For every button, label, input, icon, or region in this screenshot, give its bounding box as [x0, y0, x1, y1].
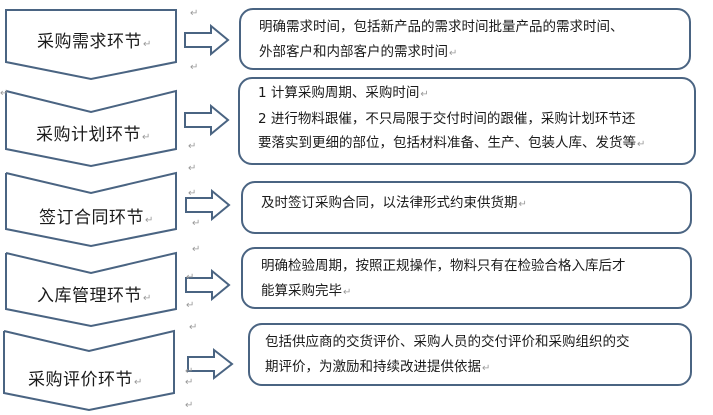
stage-label-text: 签订合同环节 — [39, 208, 144, 228]
stage-label-1: 采购需求环节↵ — [37, 27, 152, 52]
stage-shape-5-outline — [3, 329, 175, 412]
paragraph-mark-icon: ↵ — [637, 139, 646, 150]
paragraph-mark-icon: ↵ — [143, 39, 152, 50]
arrow-icon-4 — [185, 268, 231, 302]
description-box-4: 明确检验周期，按照正规操作，物料只有在检验合格入库后才 能算采购完毕↵ — [241, 247, 692, 309]
stage-label-4: 入库管理环节↵ — [37, 281, 152, 306]
paragraph-mark-icon: ↵ — [145, 215, 154, 226]
stage-label-text: 采购计划环节 — [36, 125, 141, 145]
description-line: 期评价，为激励和持续改进提供依据↵ — [265, 359, 491, 375]
description-line: 明确需求时间，包括新产品的需求时间批量产品的需求时间、 — [259, 19, 624, 35]
description-box-5: 包括供应商的交货评价、采购人员的交付评价和采购组织的交 期评价，为激励和持续改进… — [248, 323, 692, 386]
stage-shape-1 — [5, 9, 177, 81]
stage-label-5: 采购评价环节↵ — [28, 365, 143, 390]
description-line: 包括供应商的交货评价、采购人员的交付评价和采购组织的交 — [265, 334, 630, 350]
paragraph-mark-icon: ↵ — [188, 163, 197, 174]
paragraph-mark-icon: ↵ — [185, 377, 194, 388]
description-line: 明确检验周期，按照正规操作，物料只有在检验合格入库后才 — [261, 258, 626, 274]
paragraph-mark-icon: ↵ — [192, 218, 201, 229]
paragraph-mark-icon: ↵ — [189, 322, 198, 333]
description-line: 及时签订采购合同，以法律形式约束供货期↵ — [261, 195, 527, 211]
stage-label-2: 采购计划环节↵ — [36, 120, 151, 145]
paragraph-mark-icon: ↵ — [185, 366, 194, 377]
description-line: 1 计算采购周期、采购时间↵ — [258, 85, 429, 101]
stage-label-text: 采购评价环节 — [28, 370, 133, 390]
description-box-2: 1 计算采购周期、采购时间↵ 2 进行物料跟催，不只局限于交付时间的跟催，采购计… — [238, 77, 696, 165]
paragraph-mark-icon: ↵ — [188, 188, 197, 199]
paragraph-mark-icon: ↵ — [420, 89, 429, 100]
arrow-icon-2 — [184, 103, 230, 137]
paragraph-mark-icon: ↵ — [190, 62, 199, 73]
stage-shape-4-outline — [5, 251, 177, 328]
description-box-1: 明确需求时间，包括新产品的需求时间批量产品的需求时间、 外部客户和内部客户的需求… — [239, 8, 691, 70]
paragraph-mark-icon: ↵ — [0, 88, 9, 99]
paragraph-mark-icon: ↵ — [343, 287, 352, 298]
stage-label-text: 入库管理环节 — [37, 286, 142, 306]
description-line: 要落实到更细的部位，包括材料准备、生产、包装人库、发货等↵ — [258, 135, 646, 151]
paragraph-mark-icon: ↵ — [190, 8, 199, 19]
arrow-icon-1 — [184, 23, 230, 57]
arrow-icon-5 — [187, 347, 234, 381]
stage-shape-3-outline — [5, 171, 177, 248]
description-line: 2 进行物料跟催，不只局限于交付时间的跟催，采购计划环节还 — [258, 111, 636, 127]
paragraph-mark-icon: ↵ — [143, 293, 152, 304]
paragraph-mark-icon: ↵ — [186, 272, 195, 283]
paragraph-mark-icon: ↵ — [185, 400, 194, 411]
paragraph-mark-icon: ↵ — [134, 377, 143, 388]
paragraph-mark-icon: ↵ — [188, 141, 197, 152]
description-line: 外部客户和内部客户的需求时间↵ — [259, 44, 458, 60]
paragraph-mark-icon: ↵ — [518, 199, 527, 210]
stage-shape-2-outline — [5, 89, 177, 168]
paragraph-mark-icon: ↵ — [449, 48, 458, 59]
description-line: 能算采购完毕↵ — [261, 283, 352, 299]
arrow-icon-3 — [185, 188, 231, 222]
description-box-3: 及时签订采购合同，以法律形式约束供货期↵ — [241, 181, 692, 234]
stage-label-text: 采购需求环节 — [37, 32, 142, 52]
paragraph-mark-icon: ↵ — [482, 363, 491, 374]
paragraph-mark-icon: ↵ — [192, 244, 201, 255]
paragraph-mark-icon: ↵ — [142, 132, 151, 143]
stage-label-3: 签订合同环节↵ — [39, 203, 154, 228]
paragraph-mark-icon: ↵ — [186, 300, 195, 311]
